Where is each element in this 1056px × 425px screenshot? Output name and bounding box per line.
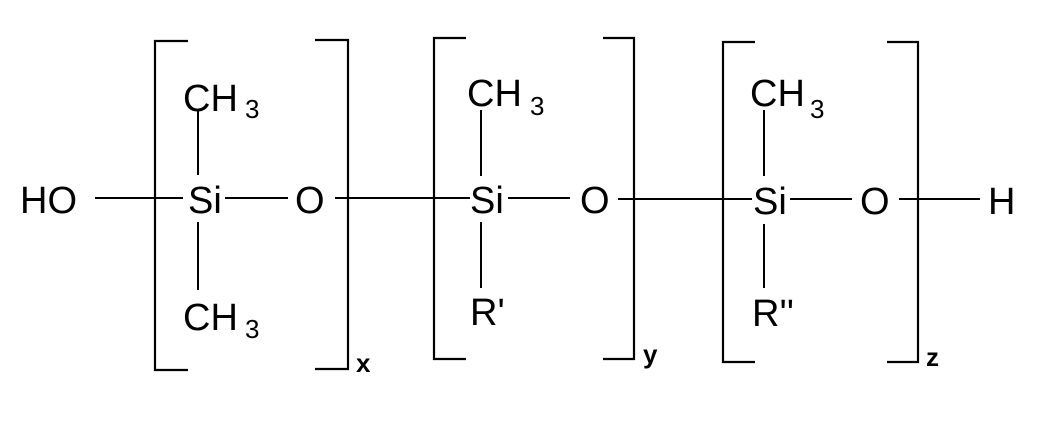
left-bracket-3 [721, 40, 755, 364]
top-subscript-1: 3 [245, 94, 259, 124]
bottom-substituent-3: R'' [752, 293, 794, 335]
left-bracket-1 [153, 39, 188, 372]
oxygen-atom-3: O [860, 181, 890, 223]
right-bracket-3 [887, 40, 920, 364]
bottom-substituent-1: CH [183, 297, 238, 339]
top-substituent-1: CH [183, 78, 238, 120]
oxygen-atom-1: O [295, 180, 325, 222]
silicon-atom-1: Si [188, 180, 222, 222]
bottom-substituent-2: R' [470, 292, 505, 334]
top-subscript-2: 3 [530, 91, 544, 121]
repeat-unit-1: CH 3 Si O CH 3 x [153, 38, 371, 378]
right-bracket-1 [315, 38, 350, 371]
top-subscript-3: 3 [810, 94, 824, 124]
repeat-index-z: z [926, 342, 939, 372]
oxygen-atom-2: O [580, 180, 610, 222]
silicon-atom-2: Si [470, 180, 504, 222]
left-bracket-2 [432, 36, 466, 361]
repeat-unit-3: CH 3 Si O R'' z [721, 40, 939, 372]
silicon-atom-3: Si [753, 181, 787, 223]
right-terminal-h: H [988, 181, 1015, 223]
left-terminal-ho: HO [20, 180, 77, 222]
repeat-unit-2: CH 3 Si O R' y [432, 36, 658, 369]
top-substituent-3: CH [750, 73, 805, 115]
repeat-index-y: y [643, 339, 658, 369]
top-substituent-2: CH [467, 73, 522, 115]
repeat-index-x: x [356, 348, 371, 378]
bottom-subscript-1: 3 [245, 314, 259, 344]
